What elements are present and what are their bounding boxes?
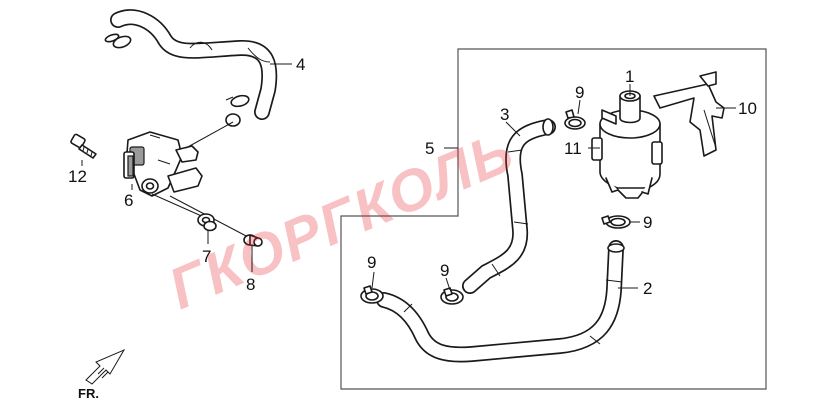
direction-label: FR.	[78, 386, 99, 401]
leader-9c	[371, 271, 375, 289]
hose-4-end	[225, 113, 241, 127]
callout-6: 6	[124, 191, 133, 210]
callout-9-right: 9	[643, 213, 652, 232]
hose-3	[462, 118, 556, 294]
callout-7: 7	[202, 247, 211, 266]
front-direction-arrow	[85, 348, 126, 385]
valve-assembly-6	[123, 131, 203, 197]
canister-11	[591, 109, 663, 199]
callout-10: 10	[738, 99, 757, 118]
valve-to-washer-line	[151, 193, 207, 219]
callout-8: 8	[246, 275, 255, 294]
bolt-12	[70, 133, 97, 159]
leader-3	[505, 121, 521, 137]
canister-side-nipple	[601, 109, 617, 125]
callout-11: 11	[564, 139, 582, 158]
callout-3: 3	[500, 105, 509, 124]
hose-clamp-9-upper	[564, 109, 586, 130]
hose-2	[376, 240, 625, 363]
callout-4: 4	[296, 55, 305, 74]
callout-9-lower-mid: 9	[440, 261, 449, 280]
callout-1: 1	[625, 67, 634, 86]
hose-clamp-9-lower-mid	[440, 287, 464, 305]
callout-9-lower-left: 9	[367, 253, 376, 272]
cap-8	[243, 234, 263, 247]
callout-2: 2	[643, 279, 652, 298]
hose-4	[110, 9, 278, 120]
callout-9-upper: 9	[575, 83, 584, 102]
leader-9a	[577, 99, 581, 115]
valve-to-hose-line	[185, 121, 234, 149]
leader-9d	[445, 277, 451, 291]
hose-clamp-9-lower-left	[360, 285, 384, 304]
callout-5: 5	[425, 139, 434, 158]
hose-clamp-upper-left	[104, 33, 132, 49]
hose-clamp-4-lower	[225, 94, 250, 108]
bracket-10	[653, 71, 725, 157]
hose-clamp-9-right	[601, 215, 631, 229]
callout-12: 12	[68, 167, 87, 186]
washer-7	[197, 213, 217, 232]
assembly-frame	[340, 48, 767, 390]
